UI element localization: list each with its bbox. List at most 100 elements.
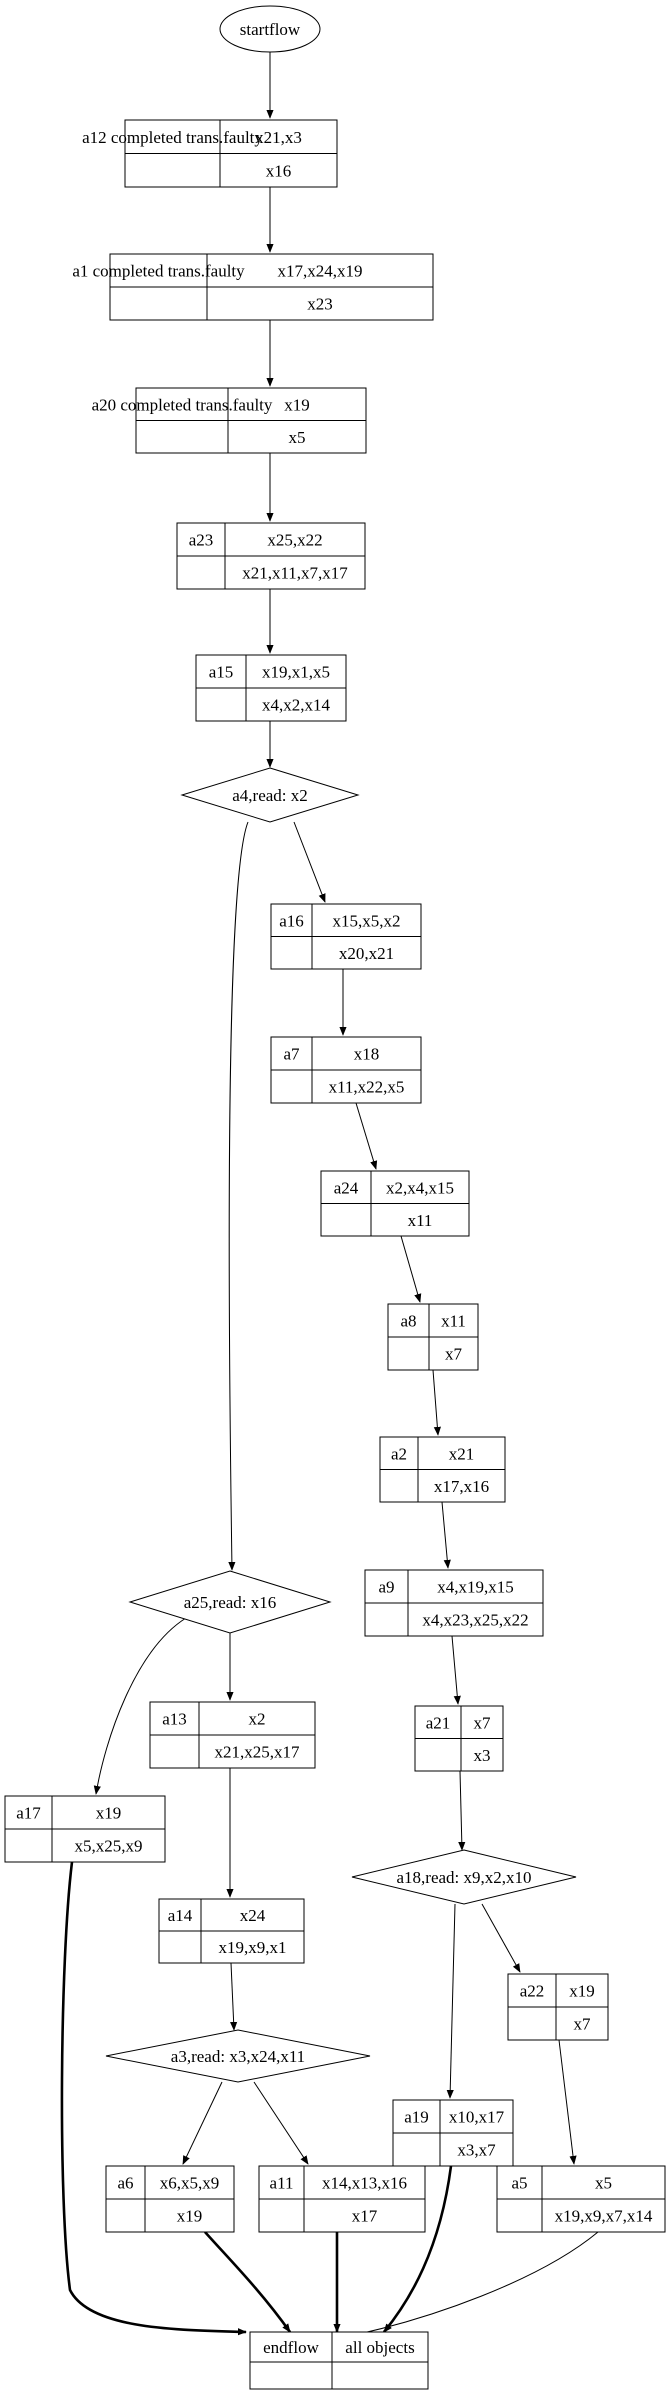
activity-bottom-vars: x19 xyxy=(177,2207,203,2226)
edge-a6-endflow xyxy=(204,2231,292,2333)
activity-bottom-vars: x4,x2,x14 xyxy=(262,696,331,715)
decision-label: a4,read: x2 xyxy=(232,786,308,805)
activity-top-vars: x2,x4,x15 xyxy=(386,1178,454,1197)
edge-a2-a9 xyxy=(441,1501,451,1569)
activity-top-vars: x21,x3 xyxy=(255,128,302,147)
edge-a24-a8 xyxy=(400,1235,422,1303)
activity-bottom-vars: x11,x22,x5 xyxy=(329,1078,405,1097)
activity-top-vars: x5 xyxy=(595,2174,612,2193)
activity-bottom-vars: x5,x25,x9 xyxy=(75,1837,143,1856)
activity-bottom-vars: x17 xyxy=(352,2207,378,2226)
decision-label: a3,read: x3,x24,x11 xyxy=(171,2047,305,2066)
activity-bottom-vars: x16 xyxy=(266,161,292,180)
activity-label: a19 xyxy=(404,2108,429,2127)
activity-label: a11 xyxy=(270,2174,294,2193)
activity-bottom-vars: x19,x9,x7,x14 xyxy=(555,2207,653,2226)
activity-top-vars: x19 xyxy=(569,1982,595,2001)
activity-label: a23 xyxy=(189,531,214,550)
decision-label: a25,read: x16 xyxy=(184,1593,277,1612)
decision-a25: a25,read: x16 xyxy=(128,1570,332,1634)
activity-top-vars: x10,x17 xyxy=(449,2108,505,2127)
activity-top-vars: x11 xyxy=(441,1312,466,1331)
decision-nodes: a4,read: x2 a25,read: x16 a18,read: x9,x2,… xyxy=(105,767,577,2083)
end-frame xyxy=(249,2331,429,2390)
edge-a21-a18 xyxy=(458,1770,466,1851)
edge-a9-a21 xyxy=(451,1635,461,1705)
activity-label: a16 xyxy=(279,911,304,930)
edge-a17-endflow xyxy=(60,1861,247,2336)
edge-a4-a16 xyxy=(293,821,326,903)
activity-label: a20 completed trans.faulty xyxy=(92,395,273,414)
activity-a21: a21 x7 x3 xyxy=(414,1705,504,1772)
start-ellipse xyxy=(219,5,321,53)
activity-bottom-vars: x7 xyxy=(445,1345,463,1364)
activity-top-vars: x18 xyxy=(354,1045,380,1064)
activity-bottom-vars: x21,x25,x17 xyxy=(215,1743,301,1762)
activity-top-vars: x19 xyxy=(96,1804,122,1823)
activity-label: a24 xyxy=(334,1178,359,1197)
activity-label: a15 xyxy=(209,663,234,682)
edges xyxy=(93,52,599,2340)
activity-bottom-vars: x7 xyxy=(574,2015,592,2034)
activity-top-vars: x14,x13,x16 xyxy=(322,2174,407,2193)
activity-top-vars: x6,x5,x9 xyxy=(160,2174,220,2193)
activity-top-vars: x24 xyxy=(240,1906,266,1925)
activity-bottom-vars: x17,x16 xyxy=(434,1477,489,1496)
activity-label: a7 xyxy=(283,1045,300,1064)
decision-a4: a4,read: x2 xyxy=(180,767,360,823)
activity-a8: a8 x11 x7 xyxy=(387,1303,479,1371)
activity-top-vars: x19 xyxy=(284,395,310,414)
activity-a6: a6 x6,x5,x9 x19 xyxy=(105,2165,235,2233)
edge-a25-a17 xyxy=(93,1617,187,1795)
end-left-label: endflow xyxy=(263,2338,319,2357)
activity-a20: a20 completed trans.faulty x19 x5 xyxy=(92,387,367,454)
activity-top-vars: x4,x19,x15 xyxy=(437,1578,514,1597)
decision-a3: a3,read: x3,x24,x11 xyxy=(105,2029,371,2083)
decision-diamond xyxy=(128,1570,332,1634)
activity-bottom-vars: x21,x11,x7,x17 xyxy=(242,564,348,583)
activity-label: a9 xyxy=(378,1578,394,1597)
edge-a22-a5 xyxy=(558,2039,577,2165)
decision-label: a18,read: x9,x2,x10 xyxy=(396,1868,531,1887)
activity-a22: a22 x19 x7 xyxy=(507,1973,609,2041)
activity-label: a22 xyxy=(520,1982,545,2001)
start-label: startflow xyxy=(240,20,301,39)
activity-bottom-vars: x4,x23,x25,x22 xyxy=(422,1611,528,1630)
activity-a7: a7 x18 x11,x22,x5 xyxy=(270,1036,422,1104)
end-node: endflow all objects xyxy=(249,2331,429,2390)
decision-a18: a18,read: x9,x2,x10 xyxy=(351,1849,577,1905)
decision-diamond xyxy=(351,1849,577,1905)
decision-diamond xyxy=(105,2029,371,2083)
end-right-label: all objects xyxy=(345,2338,414,2357)
start-node: startflow xyxy=(219,5,321,53)
activity-a9: a9 x4,x19,x15 x4,x23,x25,x22 xyxy=(364,1569,544,1637)
edge-a3-a6 xyxy=(182,2081,223,2165)
activity-a19: a19 x10,x17 x3,x7 xyxy=(392,2099,514,2167)
edge-a7-a24 xyxy=(355,1102,378,1170)
activity-bottom-vars: x5 xyxy=(289,428,306,447)
activity-bottom-vars: x11 xyxy=(408,1211,433,1230)
activity-a16: a16 x15,x5,x2 x20,x21 xyxy=(270,903,422,970)
activity-bottom-vars: x20,x21 xyxy=(339,944,394,963)
activity-a11: a11 x14,x13,x16 x17 xyxy=(258,2165,426,2233)
activity-bottom-vars: x3 xyxy=(474,1746,491,1765)
activity-label: a21 xyxy=(426,1713,451,1732)
activity-top-vars: x15,x5,x2 xyxy=(333,911,401,930)
activity-top-vars: x17,x24,x19 xyxy=(278,262,363,281)
activity-top-vars: x2 xyxy=(249,1710,266,1729)
activity-top-vars: x7 xyxy=(474,1713,492,1732)
activity-a24: a24 x2,x4,x15 x11 xyxy=(320,1170,470,1237)
activity-label: a1 completed trans.faulty xyxy=(72,262,245,281)
activity-label: a6 xyxy=(117,2174,133,2193)
activity-label: a8 xyxy=(400,1312,416,1331)
activity-label: a14 xyxy=(168,1906,193,1925)
activity-top-vars: x19,x1,x5 xyxy=(262,663,330,682)
activity-bottom-vars: x3,x7 xyxy=(457,2141,496,2160)
activity-label: a2 xyxy=(391,1444,407,1463)
